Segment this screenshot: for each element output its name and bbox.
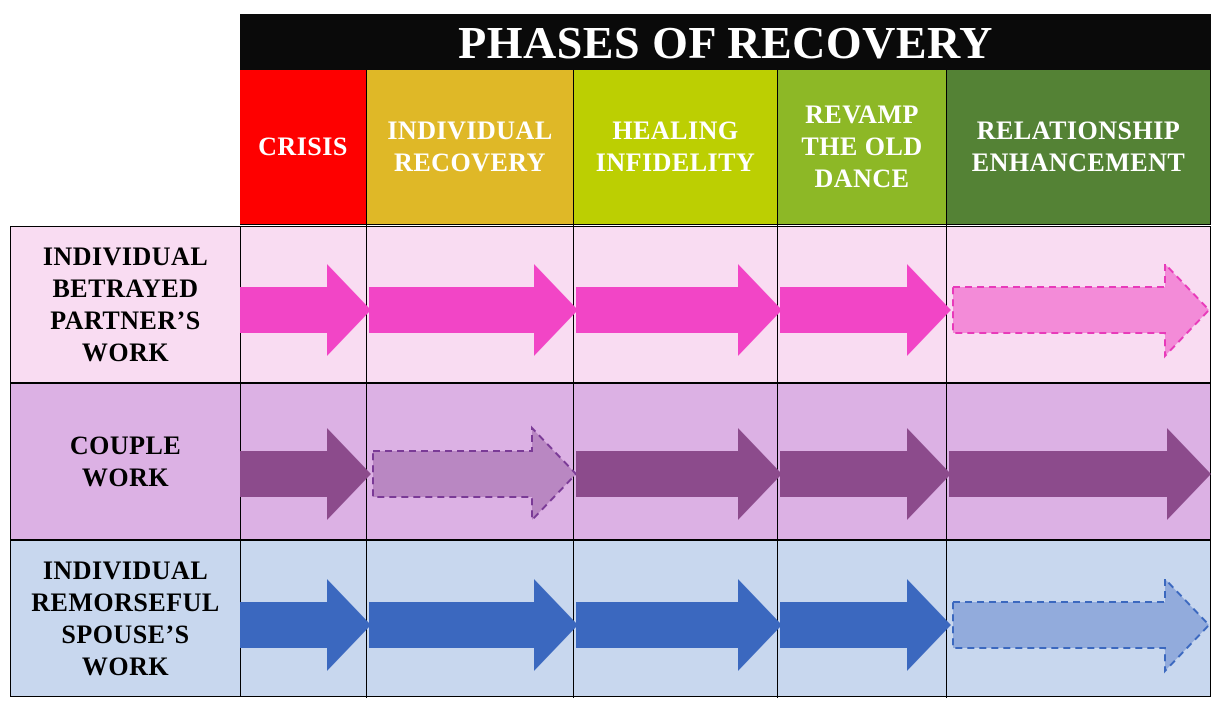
phase-header-individual-recovery: INDIVIDUAL RECOVERY <box>367 70 574 225</box>
solid-arrow <box>780 428 951 520</box>
diagram-title: PHASES OF RECOVERY <box>240 14 1211 70</box>
solid-arrow <box>576 579 782 671</box>
solid-arrow <box>780 579 951 671</box>
row-label-remorseful-spouse: INDIVIDUAL REMORSEFUL SPOUSE’S WORK <box>10 540 240 697</box>
column-divider <box>366 70 367 698</box>
dashed-arrow <box>952 261 1211 359</box>
solid-arrow <box>780 264 951 356</box>
phase-label: INDIVIDUAL RECOVERY <box>387 116 553 177</box>
solid-arrow <box>576 264 782 356</box>
solid-arrow <box>369 579 578 671</box>
phase-header-crisis: CRISIS <box>240 70 367 225</box>
phase-label: HEALING INFIDELITY <box>595 116 756 177</box>
solid-arrow <box>576 428 782 520</box>
phase-label: CRISIS <box>258 132 348 161</box>
dashed-arrow <box>372 425 578 523</box>
row-label-text: INDIVIDUAL REMORSEFUL SPOUSE’S WORK <box>31 555 220 681</box>
phase-label: RELATIONSHIP ENHANCEMENT <box>971 116 1186 177</box>
solid-arrow <box>240 428 371 520</box>
phase-label: REVAMP THE OLD DANCE <box>801 100 923 193</box>
row-label-text: INDIVIDUAL BETRAYED PARTNER’S WORK <box>42 241 209 367</box>
column-divider <box>946 70 947 698</box>
dashed-arrow <box>952 576 1211 674</box>
solid-arrow <box>240 264 371 356</box>
row-label-betrayed-partner: INDIVIDUAL BETRAYED PARTNER’S WORK <box>10 226 240 383</box>
phase-header-healing-infidelity: HEALING INFIDELITY <box>574 70 778 225</box>
phase-header-relationship-enhancement: RELATIONSHIP ENHANCEMENT <box>947 70 1211 225</box>
row-label-couple: COUPLE WORK <box>10 383 240 540</box>
row-label-text: COUPLE WORK <box>69 430 182 492</box>
phase-header-revamp-old-dance: REVAMP THE OLD DANCE <box>778 70 947 225</box>
column-divider <box>573 70 574 698</box>
solid-arrow <box>949 428 1211 520</box>
column-divider <box>777 70 778 698</box>
solid-arrow <box>240 579 371 671</box>
solid-arrow <box>369 264 578 356</box>
